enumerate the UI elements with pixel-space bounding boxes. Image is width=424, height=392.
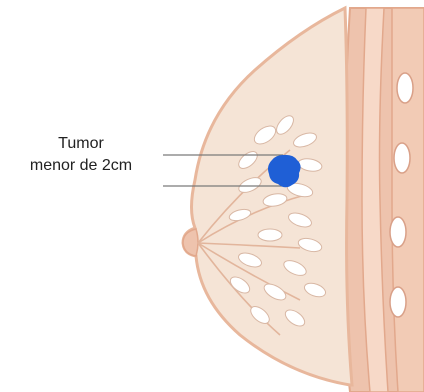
rib bbox=[397, 73, 413, 103]
tumor-annotation-label: Tumor menor de 2cm bbox=[6, 133, 156, 177]
rib bbox=[390, 217, 406, 247]
tumor-label-line2: menor de 2cm bbox=[6, 155, 156, 177]
rib bbox=[394, 143, 410, 173]
rib-band bbox=[392, 8, 424, 392]
tumor-label-line1: Tumor bbox=[6, 133, 156, 155]
rib bbox=[390, 287, 406, 317]
